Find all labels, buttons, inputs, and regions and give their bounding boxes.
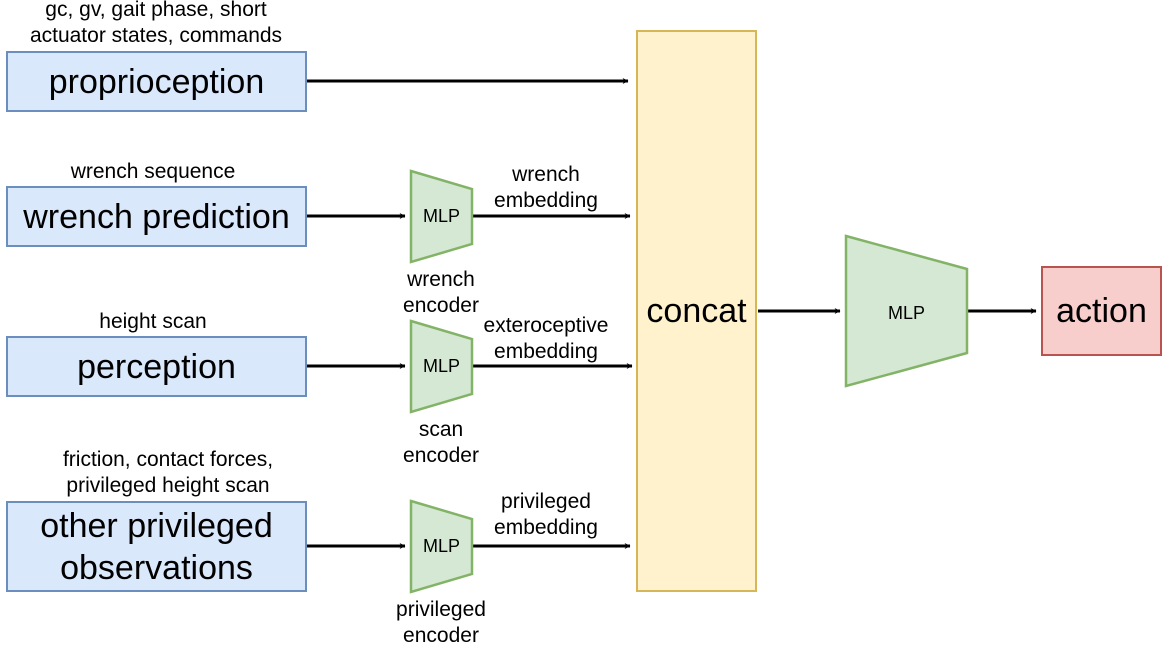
other-privileged-observations-box: other privileged observations [6, 501, 307, 592]
scan-encoder-mlp-shape [409, 319, 474, 414]
exteroceptive-embedding-caption: exteroceptive embedding [466, 313, 626, 365]
action-box: action [1041, 266, 1162, 356]
proprioception-caption: gc, gv, gait phase, short actuator state… [0, 0, 312, 49]
privileged-box-label-line1: other privileged [40, 506, 273, 545]
wrench-encoder-mlp-shape [409, 169, 474, 264]
proprioception-caption-line2: actuator states, commands [29, 24, 283, 47]
scan-encoder-caption: scan encoder [381, 417, 501, 469]
exteroceptive-embedding-caption-line2: embedding [494, 340, 598, 363]
wrench-encoder-mlp-label: MLP [422, 206, 460, 226]
action-box-label: action [1056, 291, 1147, 330]
wrench-embedding-caption: wrench embedding [476, 162, 616, 214]
privileged-caption-line2: privileged height scan [66, 474, 270, 497]
proprioception-caption-line1: gc, gv, gait phase, short [45, 0, 267, 21]
policy-mlp-label: MLP [887, 303, 925, 323]
privileged-encoder-mlp-shape [409, 499, 474, 594]
privileged-caption-line1: friction, contact forces, [62, 448, 274, 471]
concat-box: concat [636, 30, 757, 592]
scan-encoder-caption-line2: encoder [403, 444, 479, 467]
privileged-embedding-caption-line1: privileged [501, 490, 591, 513]
concat-box-label: concat [646, 291, 747, 330]
privileged-embedding-caption-line2: embedding [494, 516, 598, 539]
proprioception-box: proprioception [6, 51, 307, 112]
privileged-embedding-caption: privileged embedding [476, 489, 616, 541]
privileged-encoder-mlp-label: MLP [422, 536, 460, 556]
exteroceptive-embedding-caption-line1: exteroceptive [483, 314, 609, 337]
wrench-prediction-box-label: wrench prediction [23, 197, 290, 236]
privileged-caption: friction, contact forces, privileged hei… [18, 447, 318, 499]
perception-box: perception [6, 336, 307, 397]
privileged-encoder-caption: privileged encoder [376, 597, 506, 649]
policy-mlp-shape [844, 234, 969, 388]
wrench-embedding-caption-line1: wrench [512, 163, 580, 186]
wrench-sequence-caption: wrench sequence [70, 160, 236, 183]
privileged-encoder-caption-line1: privileged [396, 598, 486, 621]
height-scan-caption: height scan [99, 310, 207, 333]
wrench-prediction-box: wrench prediction [6, 186, 307, 247]
wrench-encoder-caption: wrench encoder [381, 267, 501, 319]
wrench-encoder-caption-line1: wrench [407, 268, 475, 291]
proprioception-box-label: proprioception [48, 62, 265, 101]
wrench-embedding-caption-line2: embedding [494, 189, 598, 212]
wrench-encoder-caption-line2: encoder [403, 294, 479, 317]
scan-encoder-caption-line1: scan [418, 418, 464, 441]
perception-box-label: perception [77, 347, 236, 386]
privileged-encoder-caption-line2: encoder [403, 624, 479, 647]
scan-encoder-mlp-label: MLP [422, 356, 460, 376]
privileged-box-label-line2: observations [60, 548, 253, 587]
